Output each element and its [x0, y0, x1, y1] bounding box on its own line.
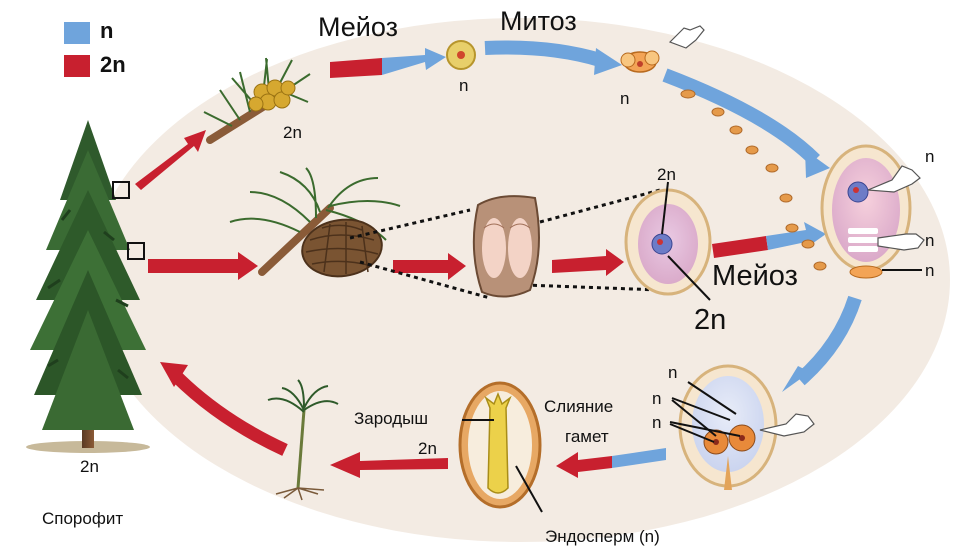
- legend-haploid-swatch: [64, 22, 90, 44]
- meiosis-top-label: Мейоз: [318, 14, 398, 41]
- spore-ploidy: n: [459, 77, 468, 94]
- pollen-ploidy: n: [620, 90, 629, 107]
- endosperm-label: Эндосперм (n): [545, 528, 660, 545]
- mitosis-top-label: Митоз: [500, 8, 577, 35]
- egg-ploidy-1: n: [925, 148, 934, 165]
- embryo-ploidy: 2n: [418, 440, 437, 457]
- seed-scale-icon: [474, 196, 539, 296]
- legend-diploid-swatch: [64, 55, 90, 77]
- sporophyte-label: Спорофит: [42, 510, 123, 527]
- legend-diploid-label: 2n: [100, 54, 126, 76]
- spore-icon: [447, 41, 475, 69]
- egg-ploidy-3: n: [925, 262, 934, 279]
- fert-ploidy-3: n: [652, 414, 661, 431]
- fert-ploidy-1: n: [668, 364, 677, 381]
- ovule-top-ploidy: 2n: [657, 166, 676, 183]
- egg-ploidy-2: n: [925, 232, 934, 249]
- fert-ploidy-2: n: [652, 390, 661, 407]
- male-cone-ploidy: 2n: [283, 124, 302, 141]
- tree-ploidy: 2n: [80, 458, 99, 475]
- meiosis-mid-label: Мейоз: [712, 262, 798, 291]
- ovule-bottom-ploidy: 2n: [694, 306, 726, 335]
- fusion-label-line2: гамет: [565, 428, 609, 445]
- embryo-label: Зародыш: [354, 410, 428, 427]
- legend-haploid-label: n: [100, 20, 113, 42]
- fusion-label-line1: Слияние: [544, 398, 613, 415]
